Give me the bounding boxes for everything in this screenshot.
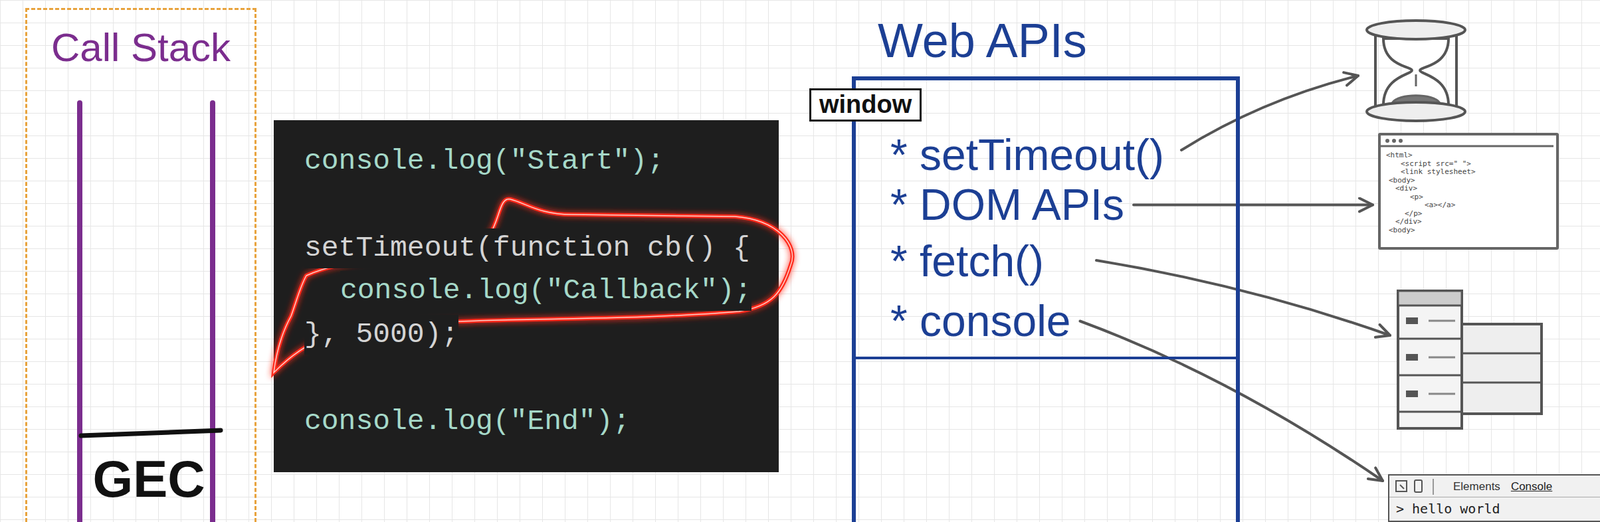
node-text: Console — [1510, 479, 1553, 496]
node-text: }, 5000); — [304, 314, 459, 355]
connector-arrow — [1133, 203, 1373, 207]
window-bar — [1392, 138, 1397, 143]
server-icon — [1398, 291, 1462, 306]
window-bar — [1380, 145, 1554, 148]
window-tag: window — [809, 88, 922, 122]
node-text: console.log("Start"); — [304, 141, 665, 182]
server-icon — [1398, 291, 1462, 429]
server-icon — [1398, 374, 1462, 377]
server-icon — [1405, 317, 1418, 325]
devtools-icons — [1396, 481, 1407, 492]
leader-arrow — [1096, 260, 1391, 336]
node-text: <body> — [1388, 226, 1557, 236]
server-icon — [1398, 411, 1462, 414]
node-text: </p> — [1404, 209, 1557, 219]
leader-arrow — [1096, 75, 1391, 336]
node-text: </div> — [1395, 217, 1557, 227]
node-text: <div> — [1395, 184, 1557, 194]
node-text: Elements — [1453, 479, 1501, 496]
server-icon — [1405, 354, 1418, 361]
api-item: * DOM APIs — [890, 180, 1125, 230]
leader-arrow — [1181, 75, 1359, 151]
devtools-icons — [1414, 480, 1422, 493]
node-text: <script src=" "> — [1400, 160, 1557, 169]
node-text: * console — [890, 297, 1072, 346]
tab-separator — [1389, 497, 1600, 498]
devtools-icons — [1400, 485, 1404, 490]
node-text: setTimeout(function cb() { — [304, 228, 751, 269]
node-text: Call Stack — [27, 25, 255, 70]
hourglass-icon — [1366, 102, 1466, 121]
node-text: <p> — [1409, 193, 1557, 202]
call-stack-walls — [81, 430, 221, 436]
call-stack-region: Call StackGEC — [25, 7, 257, 522]
window-bar — [1380, 135, 1554, 149]
node-text: Web APIs — [877, 14, 1088, 68]
hourglass-icon — [1374, 29, 1377, 112]
hourglass-icon — [1383, 38, 1449, 105]
window-bar — [1398, 138, 1403, 143]
node-text: <link stylesheet> — [1400, 168, 1557, 177]
devtools-icons — [1394, 479, 1451, 496]
web-apis-region: Web APIswindow* setTimeout()* DOM APIs* … — [851, 14, 1240, 522]
hourglass-icon — [1392, 74, 1440, 103]
node-text: console.log("End"); — [304, 401, 630, 442]
server-icon — [1461, 352, 1542, 355]
call-stack-walls — [209, 102, 216, 522]
server-icon — [1428, 393, 1456, 396]
api-item: * console — [890, 297, 1072, 346]
node-text: <a></a> — [1424, 201, 1557, 210]
server-icon — [1405, 390, 1418, 398]
call-stack-walls — [77, 102, 83, 522]
node-text: console.log("Callback"); — [340, 271, 752, 311]
hourglass-icon — [1366, 20, 1466, 121]
devtools-icons — [1432, 479, 1434, 496]
highlight-outline — [273, 199, 793, 373]
call-stack-walls — [79, 102, 221, 522]
node-text: <html> — [1386, 151, 1557, 161]
node-text: > hello world — [1396, 500, 1600, 518]
divider-line — [851, 356, 1240, 360]
window-bar — [1385, 138, 1390, 143]
api-item: * setTimeout() — [890, 130, 1165, 180]
hourglass-icon — [1366, 20, 1466, 40]
hourglass-icon — [1455, 29, 1458, 112]
server-icon — [1428, 356, 1456, 359]
server-icon — [1398, 291, 1542, 429]
connector-arrow — [1080, 321, 1383, 482]
node-text: * fetch() — [890, 237, 1044, 286]
node-text: GEC — [83, 453, 214, 505]
server-icon — [1398, 338, 1462, 341]
server-icon — [1461, 382, 1542, 385]
server-icon — [1428, 320, 1456, 323]
api-item: * fetch() — [890, 237, 1044, 286]
html-document: <html><script src=" "><link stylesheet><… — [1378, 132, 1559, 250]
node-text: * DOM APIs — [890, 180, 1125, 230]
node-text: window — [819, 90, 912, 120]
highlight-outline — [273, 199, 793, 373]
execution-context-box: GEC — [83, 435, 214, 522]
devtools-console: Elements Console > hello world — [1388, 474, 1600, 522]
node-text: * setTimeout() — [890, 130, 1165, 180]
code-panel: console.log("Start"); setTimeout(function… — [273, 120, 779, 473]
node-text: <body> — [1388, 176, 1557, 186]
server-icon — [1461, 324, 1542, 414]
